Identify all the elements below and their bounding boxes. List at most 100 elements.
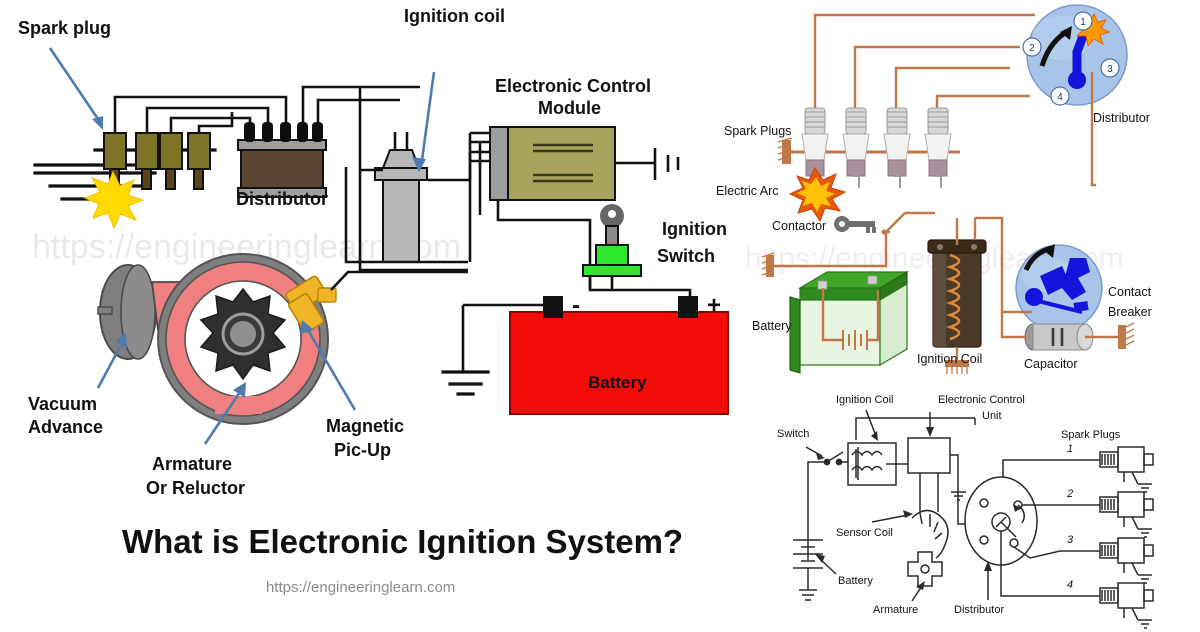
magnetic-pickup xyxy=(285,275,337,333)
label-magnetic-pickup-2: Pic-Up xyxy=(334,440,391,460)
distributor-block xyxy=(237,122,327,198)
spark-plug-4 xyxy=(187,132,211,190)
right-bottom-diagram: Switch Battery Ignition Coil xyxy=(777,394,1154,629)
label-magnetic-pickup-1: Magnetic xyxy=(326,416,404,436)
rb-plug-number-1: 1 xyxy=(1067,443,1073,455)
label-rb-distributor: Distributor xyxy=(954,604,1004,616)
arrow-rb-coil xyxy=(865,409,877,437)
label-rb-armature: Armature xyxy=(873,604,918,616)
label-rb-ignition-coil: Ignition Coil xyxy=(836,394,893,406)
label-right-spark-plugs: Spark Plugs xyxy=(724,124,791,138)
label-ignition-switch-line1: Ignition xyxy=(662,219,727,239)
ht-leads xyxy=(113,85,420,133)
breaker-to-coil-wire xyxy=(975,216,1032,314)
distributor-terminal-label-3: 3 xyxy=(1107,64,1113,75)
rail-ground-hatch xyxy=(777,137,792,164)
label-ecm-line1: Electronic Control xyxy=(495,76,651,96)
page-title: What is Electronic Ignition System? xyxy=(122,523,683,560)
label-vacuum-advance-2: Advance xyxy=(28,417,103,437)
rb-spark-plug-2 xyxy=(1099,491,1154,538)
rb-spark-plug-1 xyxy=(1099,446,1154,493)
electronic-control-module xyxy=(489,126,616,201)
label-contactor: Contactor xyxy=(772,219,826,233)
distributor-terminal-label-4: 4 xyxy=(1057,92,1063,103)
label-contact-breaker-2: Breaker xyxy=(1108,305,1152,319)
rb-plug-number-2: 2 xyxy=(1066,488,1073,500)
rb-plug-number-3: 3 xyxy=(1067,534,1074,546)
left-diagram: Spark plug Distributor xyxy=(18,6,729,498)
rb-sensor-coil xyxy=(911,509,949,559)
capacitor xyxy=(1000,312,1135,351)
right-top-diagram: Spark Plugs Electric Arc Contactor xyxy=(716,4,1152,374)
label-battery-positive: + xyxy=(707,292,721,319)
distributor-down-wire xyxy=(1090,72,1096,187)
ignition-switch xyxy=(582,204,642,277)
ignition-coil-right xyxy=(927,218,987,374)
key-icon xyxy=(834,216,876,233)
ignition-coil-left xyxy=(374,132,428,263)
spark-arc-icon xyxy=(83,170,145,230)
rb-spark-plug-3 xyxy=(1099,537,1154,584)
distributor-terminal-3: 3 xyxy=(1100,58,1120,78)
label-electric-arc: Electric Arc xyxy=(716,184,779,198)
rb-switch xyxy=(807,451,848,560)
battery-right xyxy=(789,270,910,374)
distributor-terminal-1: 1 xyxy=(1073,11,1093,31)
label-battery-left: Battery xyxy=(588,373,647,392)
ecm-to-switch-wire xyxy=(496,200,592,290)
label-rb-sensor-coil: Sensor Coil xyxy=(836,527,893,539)
armature-reluctor xyxy=(199,287,287,381)
label-ecm-line2: Module xyxy=(538,98,601,118)
battery-neg-wire xyxy=(774,232,888,268)
label-rb-battery: Battery xyxy=(838,575,873,587)
rb-armature xyxy=(907,551,943,587)
page-subtitle: https://engineeringlearn.com xyxy=(266,579,455,596)
distributor-terminal-label-2: 2 xyxy=(1029,43,1035,54)
rb-ignition-coil xyxy=(847,417,975,486)
distributor-terminal-4: 4 xyxy=(1050,86,1070,106)
label-ignition-switch-line2: Switch xyxy=(657,246,715,266)
label-capacitor: Capacitor xyxy=(1024,357,1078,371)
ecm-input-wires xyxy=(468,131,490,262)
arrow-ignition-coil xyxy=(412,71,436,172)
right-spark-plug-group xyxy=(801,107,952,188)
rb-plug-wires xyxy=(1000,459,1100,597)
label-ignition-coil-right: Ignition Coil xyxy=(917,352,982,366)
distributor-terminal-2: 2 xyxy=(1022,37,1042,57)
arrow-rb-sensor xyxy=(871,514,909,523)
label-battery-negative: - xyxy=(572,292,580,319)
label-battery-right: Battery xyxy=(752,319,792,333)
pickup-wire xyxy=(330,270,468,291)
label-armature-2: Or Reluctor xyxy=(146,478,245,498)
rb-ecu xyxy=(907,418,976,512)
ecm-ground xyxy=(615,148,680,180)
arrow-vacuum-advance xyxy=(96,333,127,389)
arrow-spark-plug xyxy=(48,47,103,130)
rb-spark-plug-group xyxy=(1099,446,1154,629)
coil-wiring xyxy=(344,87,470,272)
label-rb-spark-plugs: Spark Plugs xyxy=(1061,429,1121,441)
electric-arc-icon xyxy=(788,167,847,223)
label-distributor-right: Distributor xyxy=(1093,111,1150,125)
label-contact-breaker-1: Contact xyxy=(1108,285,1152,299)
right-spark-plug-4 xyxy=(924,107,952,188)
arrow-magnetic-pickup xyxy=(300,320,357,411)
rb-battery xyxy=(793,539,823,601)
switch-ground-hatch xyxy=(761,252,775,277)
label-spark-plug: Spark plug xyxy=(18,18,111,38)
arrow-rb-switch xyxy=(805,446,823,457)
right-spark-plug-3 xyxy=(883,107,911,188)
right-spark-plug-2 xyxy=(842,107,870,188)
label-rb-ecu-2: Unit xyxy=(982,410,1002,422)
battery-left: Battery - + xyxy=(509,292,729,415)
label-armature-1: Armature xyxy=(152,454,232,474)
label-distributor-left: Distributor xyxy=(236,189,328,209)
label-rb-ecu-1: Electronic Control xyxy=(938,394,1025,406)
label-ignition-coil-left1: Ignition coil xyxy=(404,6,505,26)
label-rb-switch: Switch xyxy=(777,428,809,440)
arrow-armature xyxy=(203,382,246,445)
contact-breaker-globe xyxy=(1015,244,1103,332)
battery-ground-symbol xyxy=(441,303,548,396)
label-vacuum-advance-1: Vacuum xyxy=(28,394,97,414)
